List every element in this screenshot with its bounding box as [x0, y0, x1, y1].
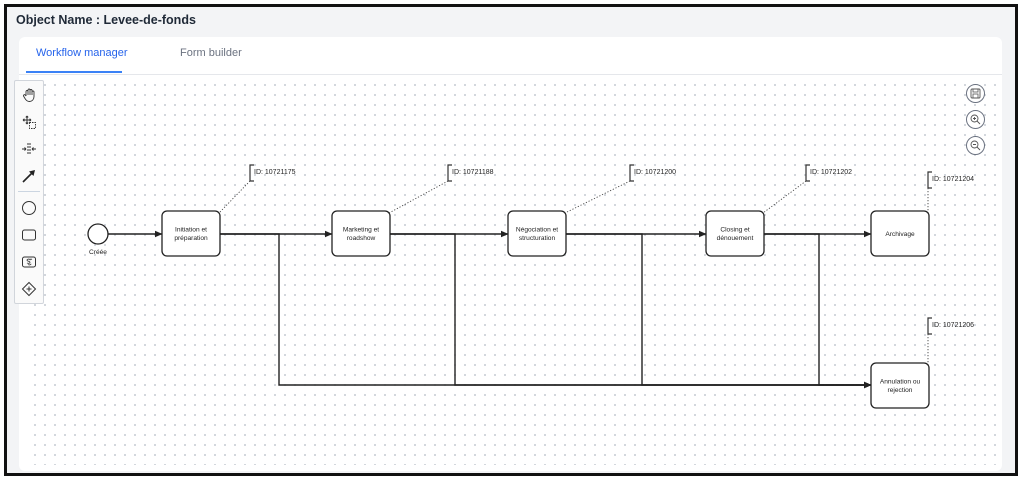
task-id-label: ID: 10721175: [254, 169, 296, 176]
task-label-t5: Archivage: [885, 231, 915, 238]
task-icon[interactable]: [19, 225, 39, 245]
annotation-association: [388, 180, 449, 214]
task-box-t1[interactable]: [161, 210, 221, 257]
task-label-t1: préparation: [174, 235, 208, 242]
lasso-tool-icon[interactable]: [19, 112, 39, 132]
annotation-bracket: [249, 164, 254, 182]
task-id-label: ID: 10721204: [932, 176, 974, 183]
tab-form-builder[interactable]: Form builder: [180, 47, 242, 59]
task-id-label: ID: 10721188: [452, 169, 494, 176]
task-id-label: ID: 10721202: [810, 169, 852, 176]
annotation-association: [218, 180, 251, 214]
task-box-t5[interactable]: [870, 210, 930, 257]
task-id-label: ID: 10721206: [932, 322, 974, 329]
tabs-divider: [19, 74, 1002, 75]
annotation-bracket: [805, 164, 810, 182]
diagram-canvas[interactable]: [27, 77, 999, 465]
palette-separator: [18, 191, 40, 192]
tool-palette: [14, 80, 44, 304]
save-icon[interactable]: [966, 84, 985, 103]
task-box-t3[interactable]: [507, 210, 567, 257]
task-box-t4[interactable]: [705, 210, 765, 257]
subprocess-icon[interactable]: [19, 252, 39, 272]
sequence-flow-t3-t6[interactable]: [566, 233, 872, 389]
task-label-t2: Marketing et: [343, 227, 379, 234]
tab-workflow-manager[interactable]: Workflow manager: [36, 47, 128, 59]
task-label-t3: structuration: [519, 235, 556, 242]
annotation-bracket: [447, 164, 452, 182]
space-tool-icon[interactable]: [19, 139, 39, 159]
sequence-flow-t2-t6[interactable]: [390, 233, 872, 389]
active-tab-indicator: [26, 71, 122, 73]
hand-tool-icon[interactable]: [19, 85, 39, 105]
sequence-flow-t4-t6[interactable]: [764, 233, 872, 389]
start-event[interactable]: [87, 223, 109, 245]
annotation-association: [762, 180, 807, 214]
start-event-label: Créée: [89, 249, 107, 256]
annotation-bracket: [629, 164, 634, 182]
annotation-bracket: [927, 171, 932, 189]
zoom-in-icon[interactable]: [966, 110, 985, 129]
task-box-t2[interactable]: [331, 210, 391, 257]
start-event-icon[interactable]: [19, 198, 39, 218]
annotation-association: [564, 180, 631, 214]
object-title: Object Name : Levee-de-fonds: [16, 13, 196, 27]
zoom-out-icon[interactable]: [966, 136, 985, 155]
task-label-t6: rejection: [888, 387, 913, 394]
task-label-t4: dénouement: [717, 235, 754, 242]
annotation-bracket: [927, 317, 932, 335]
task-box-t6[interactable]: [870, 362, 930, 409]
task-id-label: ID: 10721200: [634, 169, 676, 176]
gateway-icon[interactable]: [19, 279, 39, 299]
task-label-t3: Négociation et: [516, 227, 558, 234]
app-window: Object Name : Levee-de-fonds Workflow ma…: [4, 4, 1018, 476]
task-label-t2: roadshow: [347, 235, 376, 242]
connect-arrow-icon[interactable]: [19, 166, 39, 186]
task-label-t1: Initiation et: [175, 227, 207, 234]
task-label-t4: Closing et: [720, 227, 749, 234]
task-label-t6: Annulation ou: [880, 379, 921, 386]
